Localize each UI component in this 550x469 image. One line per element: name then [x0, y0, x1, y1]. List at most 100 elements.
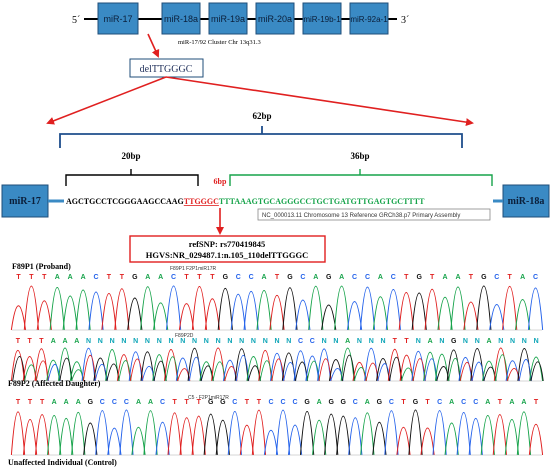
trace-base-call: C: [391, 274, 396, 281]
trace-peak: [529, 356, 544, 382]
trace-base-call: C: [268, 399, 273, 406]
trace-base-call: A: [52, 399, 57, 406]
trace-base-call: A: [62, 338, 67, 345]
trace-peak-overlap: [177, 368, 191, 382]
trace-peak: [83, 422, 98, 456]
trace-base-call: T: [430, 274, 435, 281]
trace-peak: [446, 349, 461, 382]
trace-peak: [49, 287, 65, 331]
trace-peak: [359, 287, 376, 331]
trace-peak: [287, 424, 303, 456]
trace-base-call: N: [439, 338, 444, 345]
trace-base-call: G: [220, 399, 226, 406]
trace-base-call: T: [39, 338, 44, 345]
trace-peak: [81, 347, 96, 382]
trace-base-call: T: [404, 338, 409, 345]
trace-base-call: T: [16, 274, 21, 281]
trace-base-call: C: [124, 399, 129, 406]
trace-base-call: T: [107, 274, 112, 281]
trace-base-call: T: [257, 399, 262, 406]
trace-peak: [423, 351, 438, 382]
trace-peak: [191, 286, 208, 331]
trace-base-call: A: [145, 274, 150, 281]
trace-base-call: N: [416, 338, 421, 345]
trace-peak: [456, 412, 471, 456]
trace-peak: [88, 291, 104, 331]
trace-peak: [243, 291, 259, 331]
trace-peak: [384, 410, 399, 456]
trace-base-call: G: [451, 338, 457, 345]
deletion-pointer-arrow: [147, 33, 160, 58]
trace-peak: [140, 351, 155, 382]
trace-base-call: T: [42, 274, 47, 281]
trace-peak: [128, 351, 143, 382]
trace-peak: [396, 427, 411, 456]
trace-peak: [299, 411, 315, 456]
trace-base-call: A: [345, 338, 350, 345]
cluster-track: 5´ 3´ miR-17 miR-18a miR-19a miR-20a miR…: [46, 2, 474, 127]
trace-peak: [372, 296, 389, 331]
trace-peak-overlap: [495, 354, 509, 382]
trace-peak-overlap: [35, 360, 50, 382]
trace-peak: [22, 419, 38, 456]
trace-marker-label: F89P2D: [175, 333, 194, 339]
brace-20bp: [65, 169, 199, 186]
trace-base-call: C: [232, 399, 237, 406]
trace-peak-overlap: [342, 354, 356, 382]
trace-base-call: A: [449, 399, 454, 406]
trace-base-call: C: [494, 274, 499, 281]
trace-base-call: G: [481, 274, 487, 281]
trace-peak-overlap: [59, 357, 73, 382]
variant-box: [129, 235, 326, 263]
reference-sequence: AGCTGCCTCGGGAAGCCAAGTTGGGCTTTAAAGTGCAGGG…: [66, 197, 425, 206]
trace-base-call: T: [404, 274, 409, 281]
trace-peak: [502, 285, 518, 331]
trace-peak: [164, 349, 178, 382]
trace-peak: [116, 354, 131, 382]
trace-base-call: G: [377, 399, 383, 406]
trace-base-call: A: [262, 274, 267, 281]
trace-base-call: G: [287, 274, 293, 281]
trace-base-call: T: [28, 338, 33, 345]
trace-base-call: A: [378, 274, 383, 281]
trace-base-call: A: [68, 274, 73, 281]
trace-peak-overlap: [71, 369, 85, 382]
trace-base-call: C: [310, 338, 315, 345]
trace-peak: [527, 287, 544, 331]
trace-peak: [340, 347, 355, 382]
flank-label: miR-17: [9, 196, 41, 207]
trace-base-call: T: [172, 399, 177, 406]
deletion-length-label: 6bp: [214, 177, 227, 186]
trace-peak: [234, 348, 249, 382]
trace-peak: [269, 294, 285, 331]
trace-peak: [321, 304, 337, 331]
trace-peak: [424, 289, 440, 331]
trace-peak: [305, 355, 320, 382]
trace-base-call: T: [185, 399, 190, 406]
trace-peak: [458, 357, 473, 382]
trace-peak: [227, 411, 242, 456]
trace-base-call: A: [509, 399, 514, 406]
flank-box-mir-17: miR-17: [1, 184, 49, 218]
zoom-arrow-left: [46, 76, 167, 125]
trace-peak: [398, 292, 414, 331]
trace-peak-overlap: [530, 361, 544, 382]
sequence-right: TTTAAAGTGCAGGGCCTGCTGATGTTGAGTGCTTTT: [219, 197, 425, 206]
trace-marker-label: C5 - F2P1miR17R: [188, 395, 229, 401]
brace-36bp: [229, 169, 493, 186]
trace-base-call: G: [416, 274, 422, 281]
trace-peak: [385, 289, 401, 331]
trace-base-call: N: [133, 338, 138, 345]
trace-base-call: T: [29, 274, 34, 281]
gene-label: miR-19a: [211, 14, 245, 24]
trace-base-call: A: [158, 274, 163, 281]
trace-peak: [468, 418, 483, 456]
trace-peak: [36, 300, 52, 331]
trace-base-call: C: [437, 399, 442, 406]
trace-peak: [101, 293, 117, 331]
trace-peak: [204, 298, 220, 331]
gene-box-mir-20a: miR-20a: [255, 2, 295, 35]
